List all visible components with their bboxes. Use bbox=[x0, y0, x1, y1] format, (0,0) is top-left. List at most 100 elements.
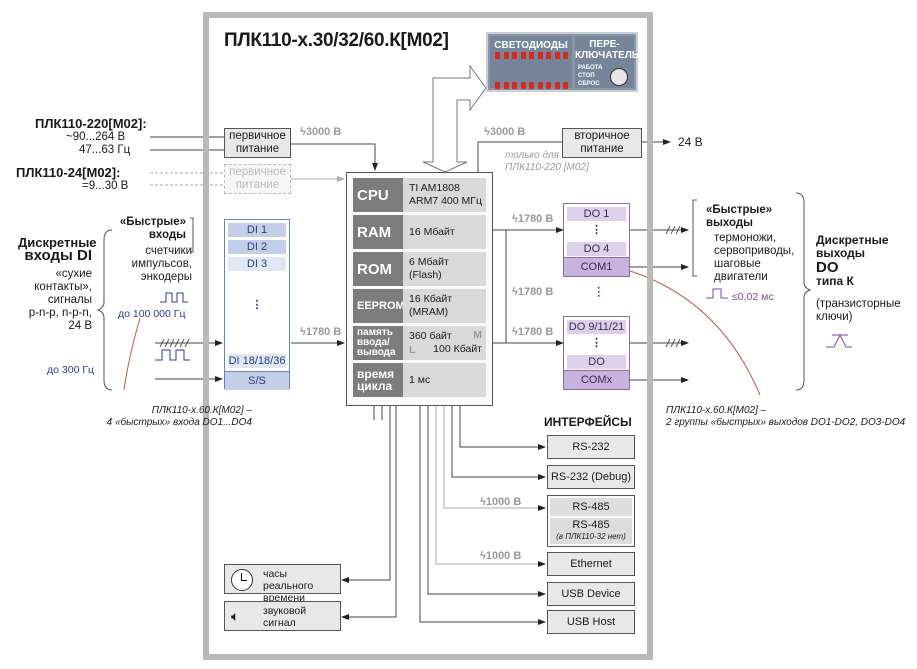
do-cell: DO 1 bbox=[567, 207, 626, 221]
interface-rs485-group: RS-485 RS-485(в ПЛК110-32 нет) bbox=[547, 495, 635, 547]
interface-rs232-debug: RS-232 (Debug) bbox=[547, 465, 635, 489]
do-cell: DO 12/14/24 bbox=[567, 355, 626, 382]
do-group-2: DO 9/11/21 ⋮ DO 12/14/24 COMx bbox=[563, 316, 630, 390]
speaker-icon: 🔈︎ bbox=[231, 608, 240, 624]
led-indicator bbox=[503, 52, 509, 59]
led-indicator bbox=[563, 82, 568, 89]
switch-label-2: КЛЮЧАТЕЛЬ bbox=[575, 50, 640, 61]
do-cell: DO 4 bbox=[567, 242, 626, 256]
beeper-box: 🔈︎ звуковой сигнал bbox=[224, 601, 341, 631]
led-indicator bbox=[512, 82, 517, 89]
isolation-di: ϟ1780 В bbox=[300, 326, 342, 338]
tag-l: L bbox=[409, 344, 416, 356]
do-common: COMx bbox=[564, 370, 629, 389]
led-indicator bbox=[520, 82, 526, 89]
di-cell: DI 1 bbox=[228, 223, 286, 237]
interface-usb-host: USB Host bbox=[547, 610, 635, 634]
isolation-primary: ϟ3000 В bbox=[300, 126, 342, 138]
interface-rs232: RS-232 bbox=[547, 435, 635, 459]
rtc-label: часы реального времени bbox=[263, 568, 314, 604]
rtc-box: часы реального времени bbox=[224, 564, 341, 604]
beeper-label: звуковой сигнал bbox=[263, 605, 307, 629]
output-24v: 24 В bbox=[678, 135, 703, 149]
clock-icon bbox=[231, 569, 253, 591]
do-group-1: DO 1 ⋮ DO 4 COM1 bbox=[563, 203, 630, 277]
led-indicator bbox=[495, 52, 500, 59]
voltage-24: =9...30 В bbox=[82, 180, 129, 192]
led-indicator bbox=[520, 52, 526, 59]
interface-ethernet: Ethernet bbox=[547, 552, 635, 576]
isolation-secondary: ϟ3000 В bbox=[484, 126, 526, 138]
frequency-220: 47...63 Гц bbox=[79, 144, 131, 156]
di-block: DI 1 DI 2 DI 3 ⋮ DI 18/18/36 S/S bbox=[224, 219, 290, 390]
led-indicator bbox=[529, 82, 534, 89]
led-indicator bbox=[495, 82, 500, 89]
voltage-220: ~90...264 В bbox=[66, 131, 126, 143]
interfaces-heading: ИНТЕРФЕЙСЫ bbox=[544, 415, 632, 429]
do-fast-heading: «Быстрые»выходы bbox=[706, 204, 773, 229]
do-note: ПЛК110-х.60.К[М02] –2 группы «быстрых» в… bbox=[666, 405, 906, 428]
interface-rs485-1: RS-485 bbox=[550, 498, 632, 516]
led-indicator bbox=[546, 52, 551, 59]
led-indicator bbox=[537, 82, 543, 89]
leds-section: СВЕТОДИОДЫ bbox=[490, 36, 572, 88]
led-indicator bbox=[563, 52, 568, 59]
mode-switch-knob[interactable] bbox=[610, 68, 628, 86]
tag-m: M bbox=[473, 329, 482, 341]
di-freq-slow: до 300 Гц bbox=[47, 364, 95, 376]
primary-power-box: первичное питание bbox=[224, 128, 291, 158]
do-ellipsis: ⋮ bbox=[591, 337, 602, 349]
isolation-do-2: ϟ1780 В bbox=[512, 326, 554, 338]
isolation-do-1: ϟ1780 В bbox=[512, 213, 554, 225]
led-indicator bbox=[503, 82, 509, 89]
diagram-title: ПЛК110-х.30/32/60.К[М02] bbox=[224, 30, 449, 51]
di-ellipsis: ⋮ bbox=[251, 299, 263, 311]
di-cell: DI 18/18/36 bbox=[228, 354, 286, 368]
led-indicator bbox=[537, 52, 543, 59]
model-220-label: ПЛК110-220[М02]: bbox=[35, 116, 147, 131]
led-indicator bbox=[554, 52, 560, 59]
plc-frame bbox=[203, 12, 653, 660]
do-between-ellipsis: ⋮ bbox=[593, 286, 605, 298]
secondary-power-box: вторичное питание bbox=[562, 128, 642, 158]
leds-label: СВЕТОДИОДЫ bbox=[494, 40, 568, 51]
do-pulse-time: ≤0,02 мс bbox=[732, 291, 774, 303]
di-note: ПЛК110-х.60.К[М02] –4 «быстрых» входа DO… bbox=[106, 405, 252, 428]
di-fast-heading: «Быстрые»входы bbox=[119, 216, 186, 241]
interface-rs485-2: RS-485(в ПЛК110-32 нет) bbox=[550, 518, 632, 544]
isolation-do-between: ϟ1780 В bbox=[512, 286, 554, 298]
di-cell: DI 2 bbox=[228, 240, 286, 254]
model-24-label: ПЛК110-24[М02]: bbox=[16, 165, 121, 180]
primary-power-box-dashed: первичное питание bbox=[224, 164, 291, 194]
led-indicator bbox=[512, 52, 517, 59]
do-common: COM1 bbox=[564, 257, 629, 276]
do-cell: DO 9/11/21 bbox=[567, 320, 626, 334]
do-ellipsis: ⋮ bbox=[591, 224, 602, 236]
interface-usb-device: USB Device bbox=[547, 582, 635, 606]
di-common: S/S bbox=[225, 371, 289, 390]
isolation-rs485: ϟ1000 В bbox=[480, 496, 522, 508]
isolation-ethernet: ϟ1000 В bbox=[480, 550, 522, 562]
switch-label-1: ПЕРЕ- bbox=[589, 39, 620, 50]
led-indicator bbox=[529, 52, 534, 59]
led-indicator bbox=[554, 82, 560, 89]
di-cell: DI 3 bbox=[228, 257, 286, 271]
